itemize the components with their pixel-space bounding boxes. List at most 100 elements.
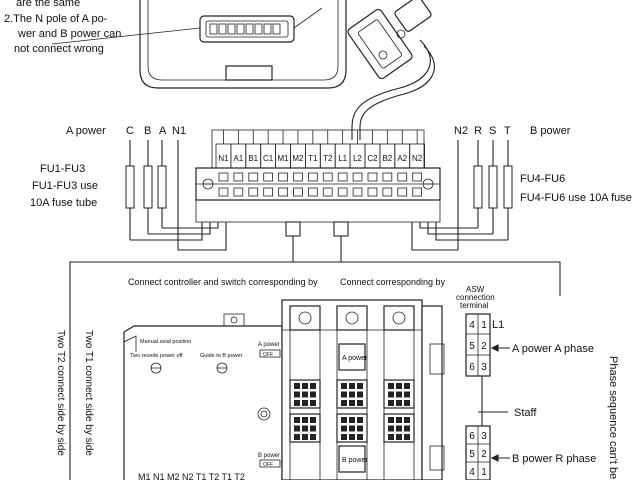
asw-terminal-top: [465, 313, 491, 377]
fuse-left-label-1: FU1-FU3: [40, 163, 85, 175]
contact-dot: [404, 400, 410, 406]
note-line-2: 2.The N pole of A po-: [4, 13, 108, 25]
contact-dot: [357, 425, 363, 432]
contact-dot: [349, 400, 355, 406]
a-phase-b: B: [144, 125, 151, 137]
terminal-screw: [367, 187, 378, 197]
asw-terminal-number: 1: [481, 467, 487, 478]
contact-dot: [341, 417, 347, 423]
asw-terminal-number: 4: [469, 467, 475, 478]
controller-bottom-terminals: M1 N1 M2 N2 T1 T2 T1 T2: [138, 472, 245, 480]
off-label-1: OFF: [263, 352, 273, 358]
terminal-screw: [322, 187, 333, 197]
fuse-right-label-2: FU4-FU6 use 10A fuse: [520, 192, 632, 204]
note-line-1: are the same: [16, 0, 80, 9]
terminal-screw: [382, 187, 393, 197]
terminal-label: B1: [248, 154, 258, 163]
a-power-label: A power: [66, 125, 106, 137]
contact-dot: [396, 425, 402, 432]
contact-dot: [404, 425, 410, 432]
contact-dot: [388, 391, 394, 398]
b-phase-n2: N2: [454, 125, 468, 137]
b-phase-r: R: [474, 125, 482, 137]
terminal-screw: [233, 187, 244, 197]
contact-dot: [388, 400, 394, 406]
contact-dot: [357, 391, 363, 398]
connect-right-label: Connect corresponding by: [340, 277, 446, 287]
contact-dot: [349, 383, 355, 389]
contact-dot: [349, 434, 355, 440]
block-feed-wires: [69, 128, 561, 480]
contact-dot: [357, 383, 363, 389]
contact-dot: [396, 434, 402, 440]
a-phase-c: C: [126, 125, 134, 137]
terminal-screw: [278, 172, 288, 182]
asw-terminal-number: 6: [469, 431, 475, 442]
terminal-screw: [263, 172, 274, 182]
terminal-screw: [248, 172, 259, 182]
contact-dot: [341, 391, 347, 398]
a-supply-lines: [129, 140, 179, 250]
asw-terminal-number: 4: [469, 320, 475, 331]
terminal-screw: [293, 187, 303, 197]
contact-dot: [396, 417, 402, 423]
contact-dot: [388, 417, 394, 423]
terminal-label: L2: [353, 154, 362, 163]
terminal-screw: [397, 172, 408, 182]
asw-label-3: terminal: [460, 301, 489, 310]
terminal-screw: [278, 187, 288, 197]
vertical-left-text-2: Two T2 connect side by side: [55, 330, 66, 456]
staff-label: Staff: [514, 407, 537, 419]
asw-terminal-number: 5: [469, 449, 475, 460]
switch-a-power-label: A power: [342, 355, 368, 362]
asw-label-1: ASW: [466, 285, 485, 294]
contact-dot: [294, 417, 300, 423]
vertical-right-text: Phase sequence can't be: [607, 356, 619, 479]
terminal-label: L1: [338, 154, 347, 163]
contact-dot: [302, 391, 308, 398]
fuse-left-label-2: FU1-FU3 use: [32, 180, 98, 192]
terminal-screw: [412, 172, 423, 182]
fuses-right: [473, 165, 513, 209]
a-power-a-phase-label: A power A phase: [512, 343, 594, 355]
contact-dot: [294, 425, 300, 432]
transfer-switch: [281, 299, 445, 480]
b-supply-lines: [457, 140, 509, 250]
contact-dot: [349, 425, 355, 432]
contact-dot: [310, 400, 316, 406]
terminal-screw: [218, 172, 229, 182]
terminal-screw: [307, 172, 318, 182]
b-power-label: B power: [530, 125, 571, 137]
terminal-label: M2: [292, 154, 304, 163]
terminal-screw: [367, 172, 378, 182]
contact-dot: [341, 434, 347, 440]
terminal-label: A2: [397, 154, 407, 163]
asw-l1-label: L1: [492, 319, 504, 331]
terminal-screw: [352, 187, 363, 197]
terminal-label: B2: [382, 154, 392, 163]
terminal-label: T1: [308, 154, 318, 163]
switch-b-power-label: B power: [342, 457, 368, 464]
contact-dot: [396, 383, 402, 389]
switch-contact-dots: [294, 383, 410, 440]
contact-dot: [388, 434, 394, 440]
connector-plug: [347, 0, 432, 80]
contact-dot: [294, 400, 300, 406]
terminal-label: C2: [367, 154, 378, 163]
terminal-screw: [352, 172, 363, 182]
contact-dot: [349, 391, 355, 398]
contact-dot: [357, 417, 363, 423]
contact-dot: [357, 434, 363, 440]
contact-dot: [310, 417, 316, 423]
terminal-label: C1: [263, 154, 274, 163]
contact-dot: [302, 434, 308, 440]
contact-dot: [357, 400, 363, 406]
contact-dot: [404, 383, 410, 389]
contact-dot: [349, 417, 355, 423]
contact-dot: [294, 391, 300, 398]
fuses-left: [125, 165, 167, 209]
terminal-label: N2: [412, 154, 423, 163]
b-power-r-phase-label: B power R phase: [512, 453, 596, 465]
